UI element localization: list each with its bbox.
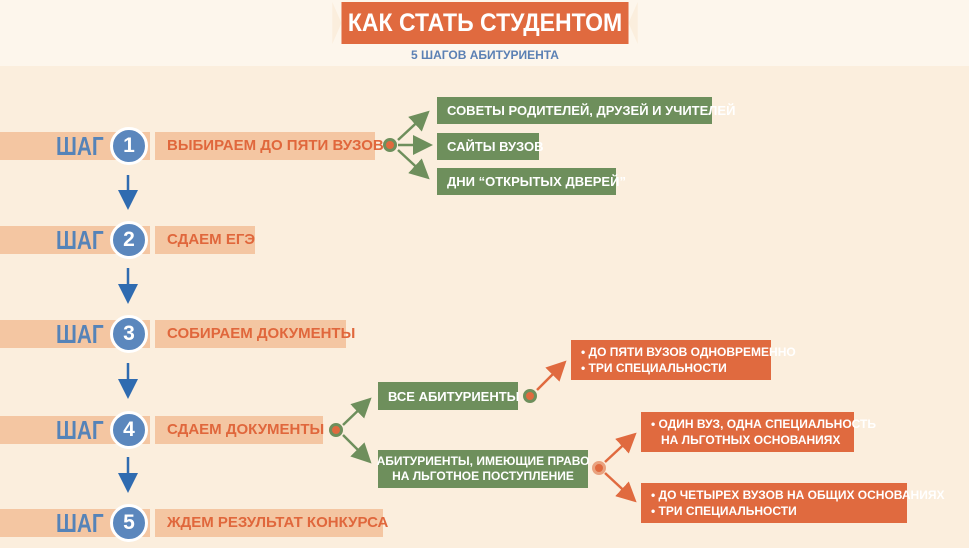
step-label: СДАЕМ ДОКУМЕНТЫ	[155, 416, 324, 444]
group-privileged-applicants: АБИТУРИЕНТЫ, ИМЕЮЩИЕ ПРАВО НА ЛЬГОТНОЕ П…	[376, 450, 590, 488]
rule-line: • ТРИ СПЕЦИАЛЬНОСТИ	[581, 361, 727, 375]
branch-arrow	[604, 432, 637, 463]
rule-privileged-one-university: • ОДИН ВУЗ, ОДНА СПЕЦИАЛЬНОСТЬ НА ЛЬГОТН…	[641, 412, 876, 452]
step-label: ЖДЕМ РЕЗУЛЬТАТ КОНКУРСА	[155, 509, 388, 537]
source-open-days: ДНИ “ОТКРЫТЫХ ДВЕРЕЙ”	[437, 168, 626, 195]
step-label: СДАЕМ ЕГЭ	[155, 226, 255, 254]
step-word: ШАГ	[56, 508, 104, 538]
source-university-sites: САЙТЫ ВУЗОВ	[437, 133, 544, 160]
branch-arrow	[397, 110, 430, 141]
group-all-applicants: ВСЕ АБИТУРИЕНТЫ	[378, 382, 519, 410]
branch-arrow	[397, 149, 430, 180]
group-privileged-line: НА ЛЬГОТНОЕ ПОСТУПЛЕНИЕ	[392, 469, 574, 483]
step-word: ШАГ	[56, 415, 104, 445]
branch-node	[329, 423, 343, 437]
branch-node	[383, 138, 397, 152]
group-privileged-line: АБИТУРИЕНТЫ, ИМЕЮЩИЕ ПРАВО	[376, 454, 590, 468]
step-word: ШАГ	[56, 319, 104, 349]
source-parents-friends-teachers: СОВЕТЫ РОДИТЕЛЕЙ, ДРУЗЕЙ И УЧИТЕЛЕЙ	[437, 97, 735, 124]
step-label: СОБИРАЕМ ДОКУМЕНТЫ	[155, 320, 355, 348]
rule-privileged-four-universities: • ДО ЧЕТЫРЕХ ВУЗОВ НА ОБЩИХ ОСНОВАНИЯХ •…	[641, 483, 945, 523]
rule-all-applicants: • ДО ПЯТИ ВУЗОВ ОДНОВРЕМЕННО • ТРИ СПЕЦИ…	[571, 340, 796, 380]
rule-line: НА ЛЬГОТНЫХ ОСНОВАНИЯХ	[661, 433, 841, 447]
branch-arrow	[604, 472, 637, 503]
step-word: ШАГ	[56, 131, 104, 161]
page-subtitle: 5 ШАГОВ АБИТУРИЕНТА	[411, 48, 559, 62]
rule-line: • ДО ЧЕТЫРЕХ ВУЗОВ НА ОБЩИХ ОСНОВАНИЯХ	[651, 488, 945, 502]
branch-arrow	[342, 397, 372, 426]
branch-node	[592, 461, 606, 475]
branch-arrow	[536, 360, 567, 391]
step-number: 1	[110, 127, 148, 165]
rule-line: • ТРИ СПЕЦИАЛЬНОСТИ	[651, 504, 797, 518]
branch-arrow	[342, 434, 372, 464]
step-number: 3	[110, 315, 148, 353]
step-label: ВЫБИРАЕМ ДО ПЯТИ ВУЗОВ	[155, 132, 384, 160]
rule-line: • ОДИН ВУЗ, ОДНА СПЕЦИАЛЬНОСТЬ	[651, 417, 876, 431]
step-number: 2	[110, 221, 148, 259]
branch-node	[523, 389, 537, 403]
step-number: 4	[110, 411, 148, 449]
step-word: ШАГ	[56, 225, 104, 255]
page-title: КАК СТАТЬ СТУДЕНТОМ	[332, 2, 638, 44]
step-number: 5	[110, 504, 148, 542]
rule-line: • ДО ПЯТИ ВУЗОВ ОДНОВРЕМЕННО	[581, 345, 796, 359]
